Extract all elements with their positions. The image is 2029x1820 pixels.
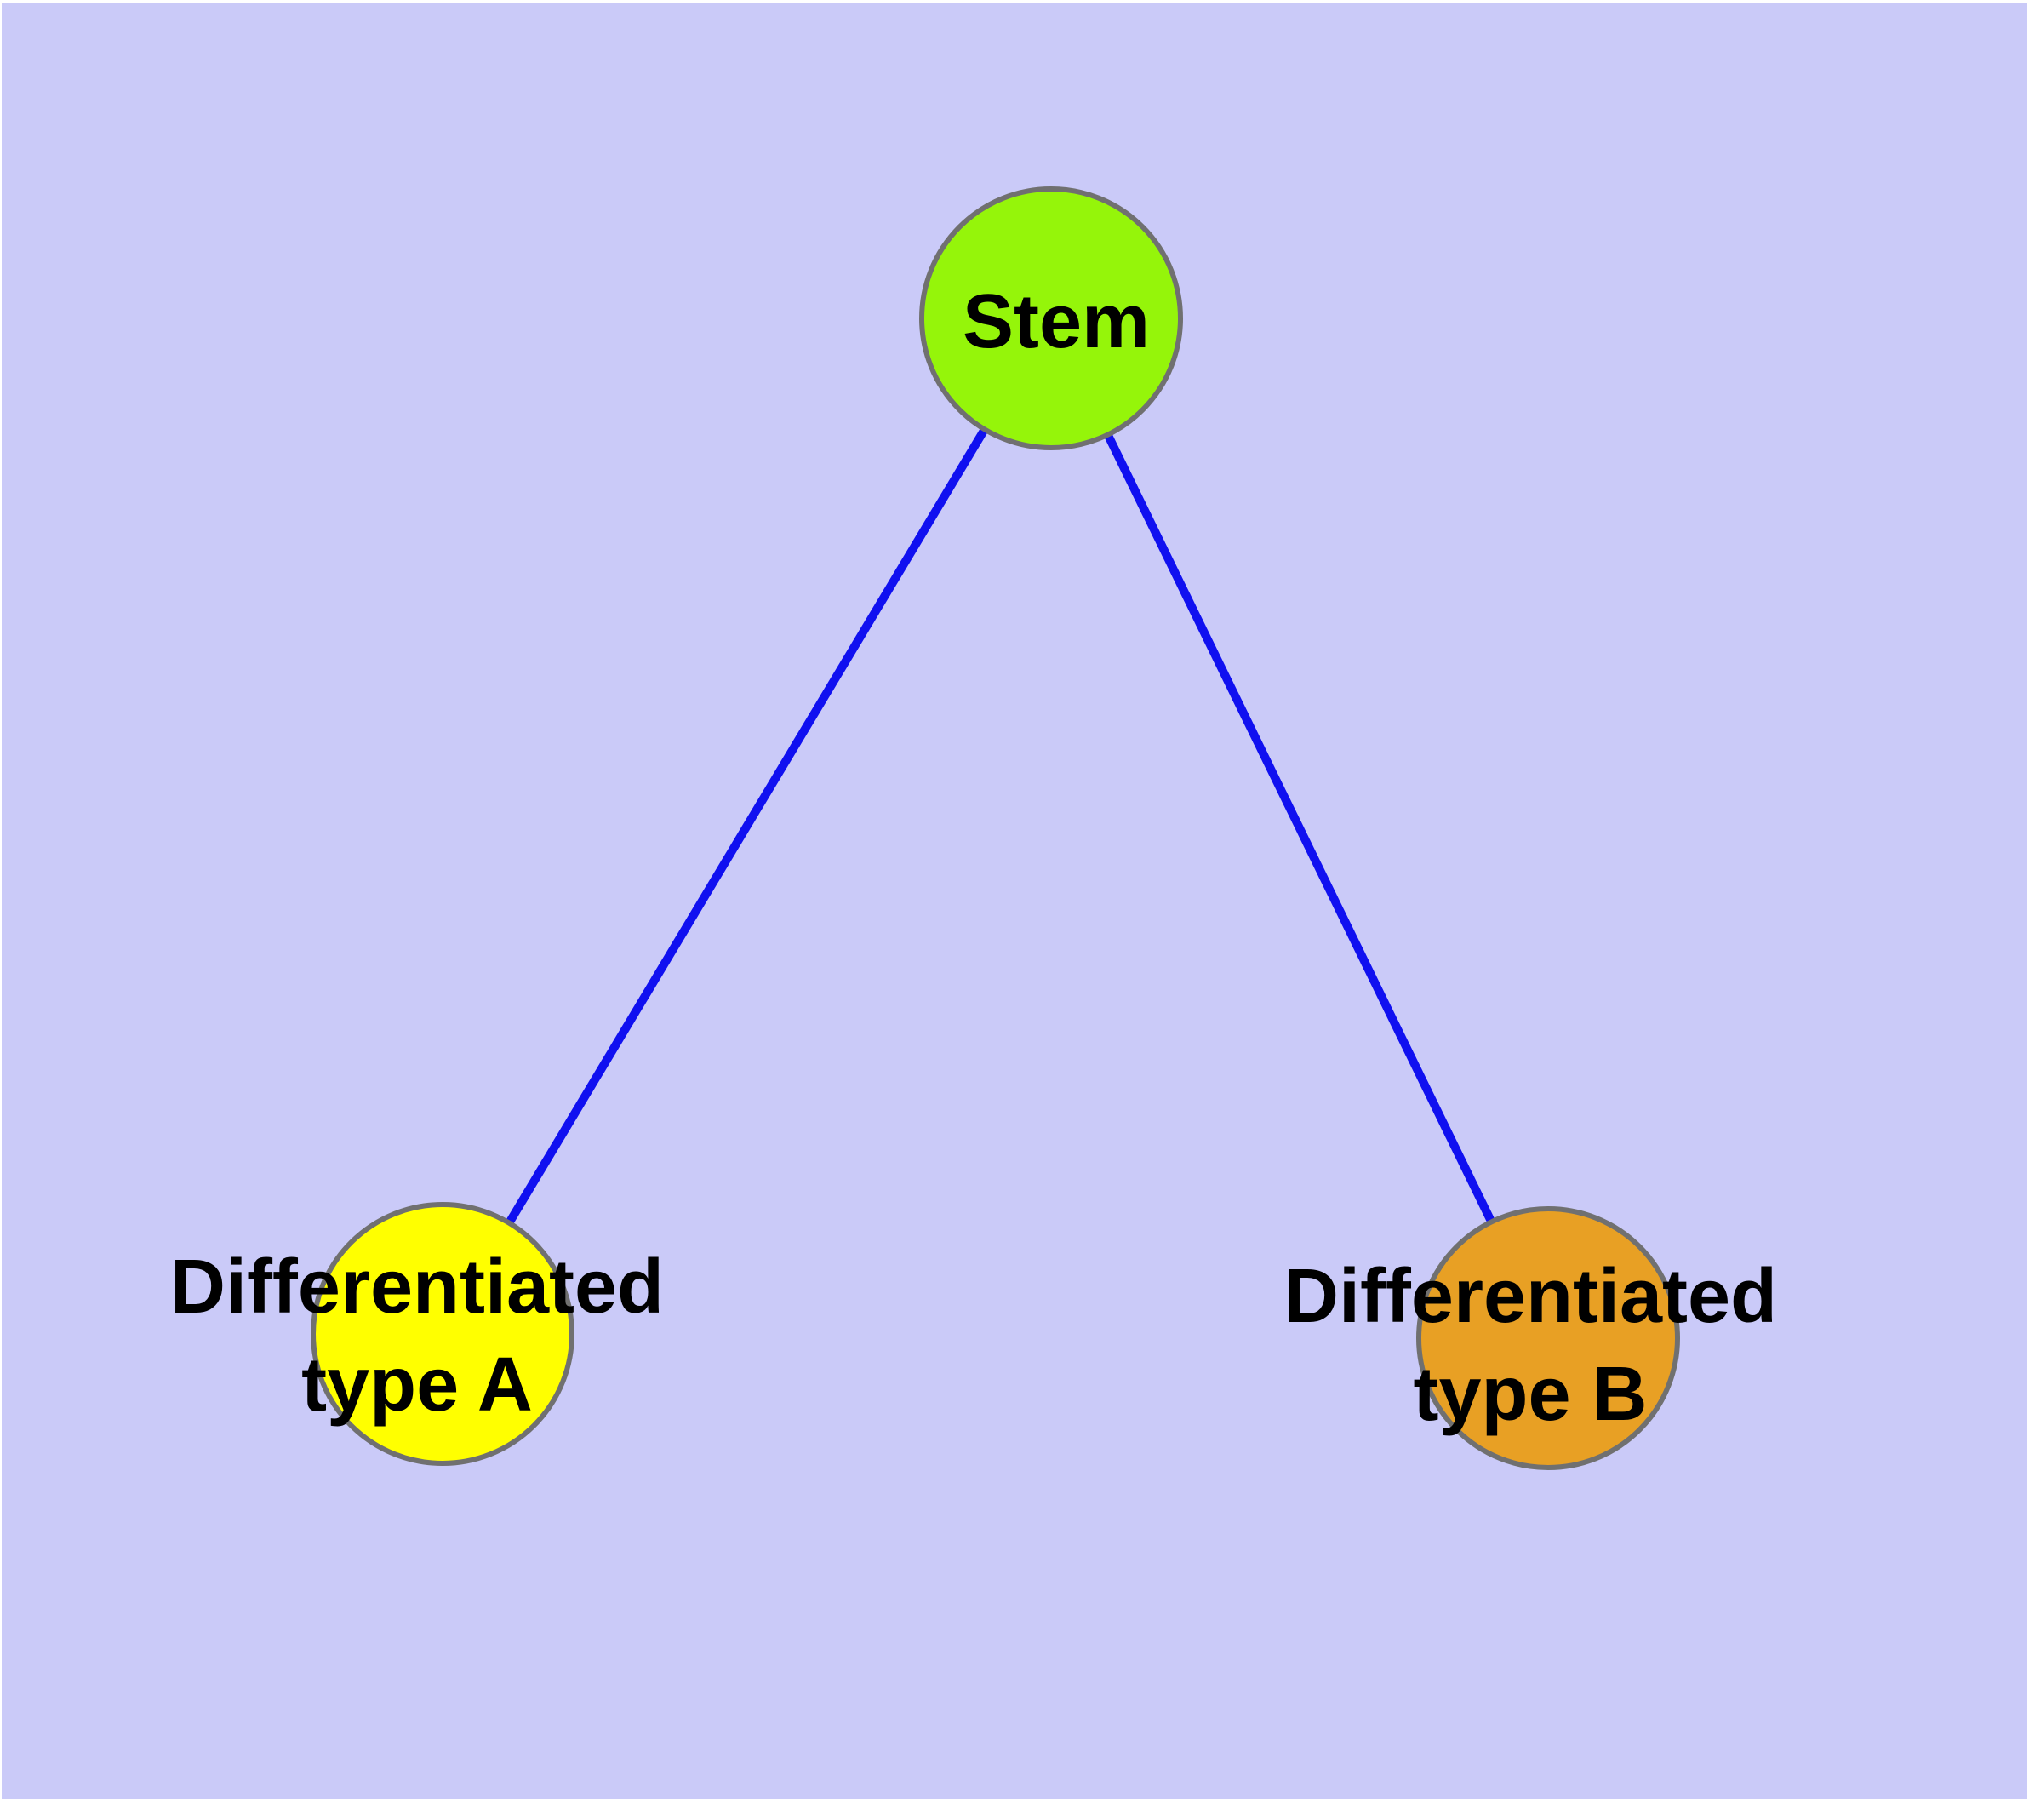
node-type-a-label-line1: Differentiated: [170, 1245, 664, 1330]
edge-stem-to-type-a: [438, 316, 1055, 1336]
node-type-b[interactable]: Differentiated type B: [1283, 1206, 1777, 1470]
node-type-a-label-line2: type A: [301, 1342, 533, 1428]
node-type-b-label-line2: type B: [1413, 1352, 1647, 1437]
node-stem-circle[interactable]: [919, 186, 1183, 450]
edge-stem-to-type-b: [1047, 316, 1552, 1341]
node-stem[interactable]: Stem: [919, 186, 1183, 450]
node-type-b-label-line1: Differentiated: [1283, 1254, 1777, 1339]
node-type-a[interactable]: Differentiated type A: [170, 1202, 664, 1466]
edge-group: [438, 316, 1552, 1341]
node-type-a-circle[interactable]: [311, 1202, 574, 1466]
node-type-b-circle[interactable]: [1416, 1206, 1680, 1470]
node-stem-label: Stem: [963, 279, 1150, 364]
